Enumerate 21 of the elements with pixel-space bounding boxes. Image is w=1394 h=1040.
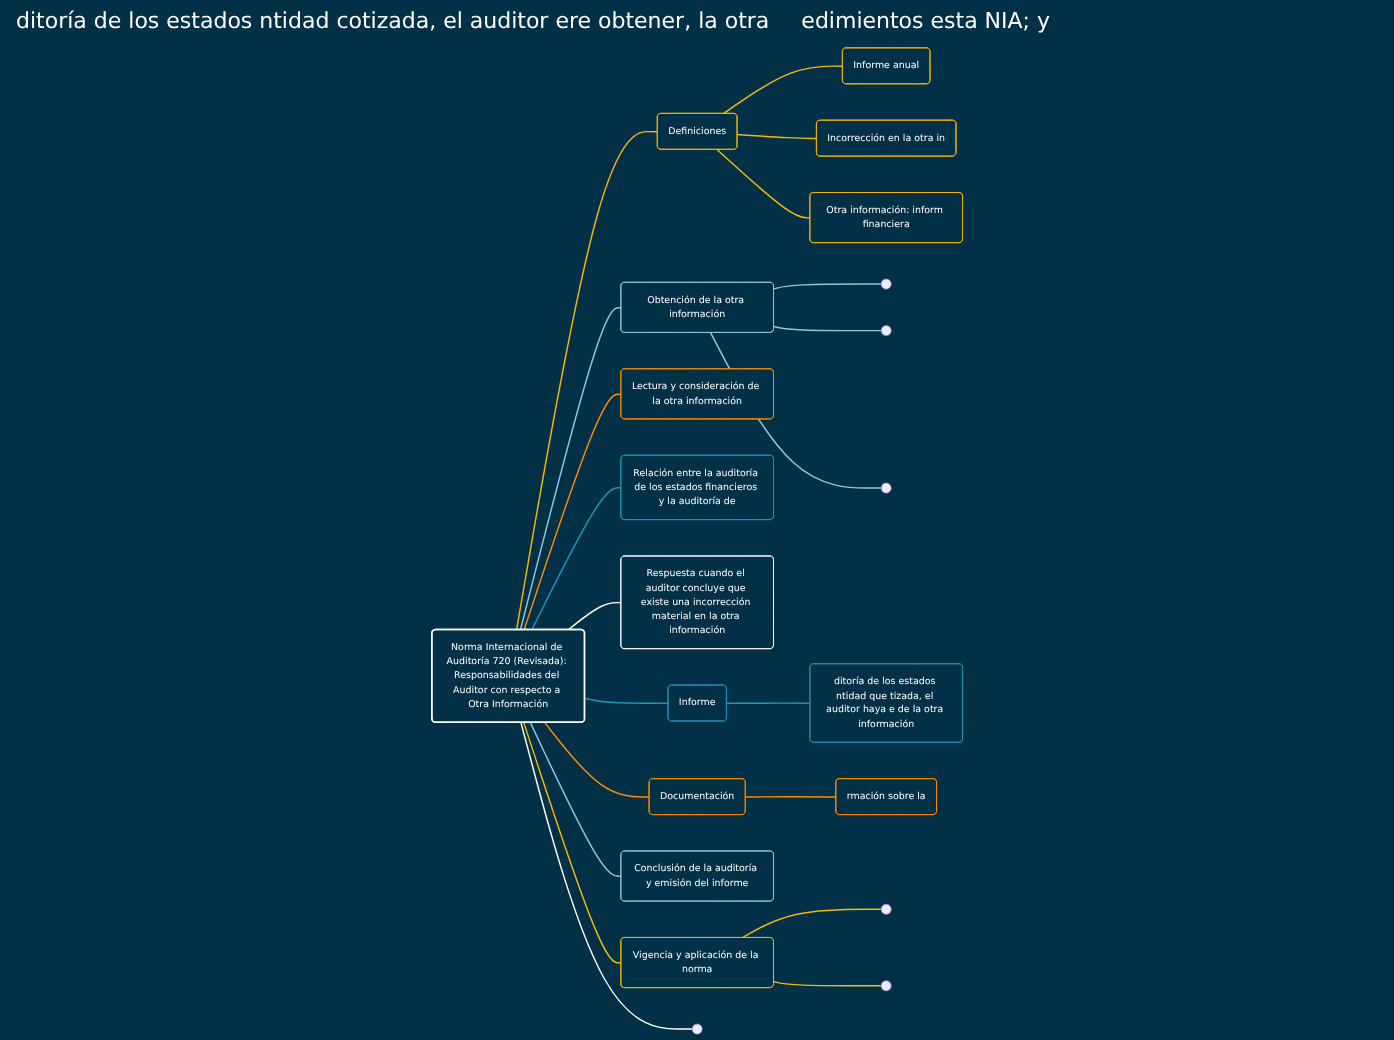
fragment-text: ditoría de los estados ntidad cotizada, el auditor ere obtener, la otra — [16, 8, 770, 34]
connector — [744, 796, 837, 798]
connector — [520, 721, 693, 1030]
connector — [529, 721, 622, 878]
connector — [519, 306, 622, 631]
connector — [736, 133, 818, 140]
connector — [772, 325, 882, 332]
connector — [530, 487, 622, 631]
fragment-text: edimientos esta NIA; y — [801, 8, 1051, 34]
connector — [543, 721, 650, 798]
connector — [741, 908, 882, 939]
connector — [772, 283, 882, 290]
connector — [725, 702, 811, 705]
connector — [567, 601, 622, 631]
connector — [583, 697, 669, 705]
connector — [522, 721, 622, 964]
connector — [722, 65, 844, 115]
connector — [716, 148, 811, 219]
connector — [515, 130, 659, 631]
connector — [772, 980, 882, 987]
connector — [523, 393, 622, 631]
